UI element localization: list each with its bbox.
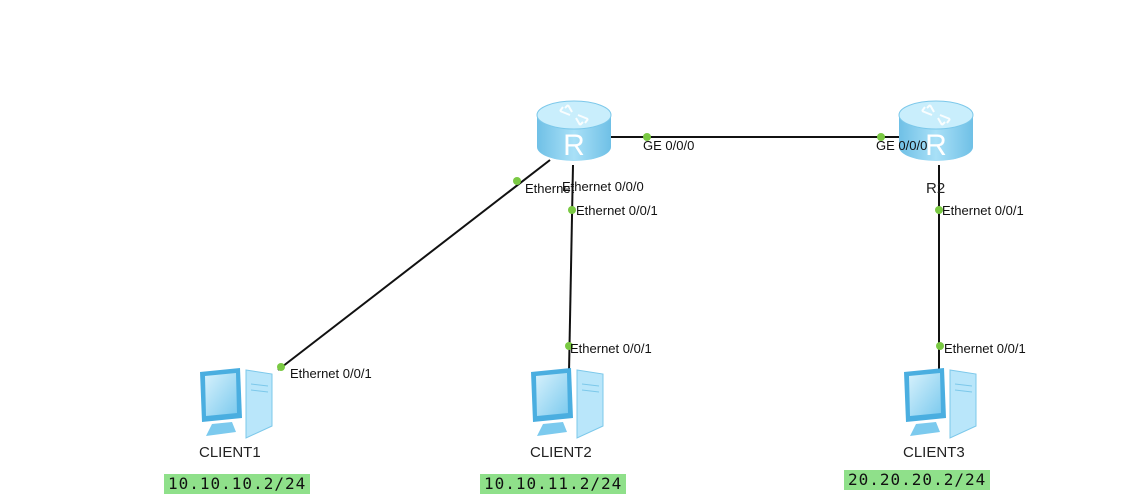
client2-ip-label[interactable]: 10.10.11.2/24 xyxy=(480,474,627,494)
router-r2[interactable]: R xyxy=(898,100,974,162)
port-label-r1-ge: GE 0/0/0 xyxy=(643,138,695,153)
port-label-client3: Ethernet 0/0/1 xyxy=(944,341,1026,356)
client3-pc[interactable] xyxy=(904,368,977,439)
pc-icon xyxy=(904,368,977,439)
client1-pc[interactable] xyxy=(200,368,273,439)
client2-pc[interactable] xyxy=(531,368,604,439)
port-dot-client3[interactable] xyxy=(936,342,944,350)
client3-label: CLIENT3 xyxy=(903,444,965,461)
router-r2-letter: R xyxy=(925,129,947,162)
port-label-r2-ge: GE 0/0/0 xyxy=(876,138,928,153)
port-label-r2-eth1: Ethernet 0/0/1 xyxy=(942,203,1024,218)
links xyxy=(277,136,940,373)
router-r2-label: R2 xyxy=(926,180,946,197)
router-r1-letter: R xyxy=(563,129,585,162)
port-label-client1: Ethernet 0/0/1 xyxy=(290,366,372,381)
port-dots xyxy=(277,133,944,371)
router-icon: R xyxy=(898,100,974,162)
port-dot-r1-ge[interactable] xyxy=(643,133,651,141)
port-dot-client1[interactable] xyxy=(277,363,285,371)
port-label-client2: Ethernet 0/0/1 xyxy=(570,341,652,356)
pc-icon xyxy=(531,368,604,439)
port-dot-r2-eth1[interactable] xyxy=(935,206,943,214)
pc-icon xyxy=(200,368,273,439)
port-dot-r2-ge[interactable] xyxy=(877,133,885,141)
port-label-r1-eth0: Ethernet 0/0/0 xyxy=(562,179,644,194)
port-dot-r1-eth1[interactable] xyxy=(568,206,576,214)
port-dot-r1-eth0[interactable] xyxy=(513,177,521,185)
client2-label: CLIENT2 xyxy=(530,444,592,461)
router-r1[interactable]: R xyxy=(536,100,612,162)
port-dot-client2[interactable] xyxy=(565,342,573,350)
client3-ip-label[interactable]: 20.20.20.2/24 xyxy=(844,470,991,490)
link-r1-client1[interactable] xyxy=(277,159,551,371)
client1-label: CLIENT1 xyxy=(199,444,261,461)
link-r1-client2[interactable] xyxy=(568,164,574,373)
port-label-r1-eth1: Ethernet 0/0/1 xyxy=(576,203,658,218)
port-label-r1-eth0-overlap: Ethernet xyxy=(525,181,575,196)
client1-ip-label[interactable]: 10.10.10.2/24 xyxy=(164,474,311,494)
router-icon: R xyxy=(536,100,612,162)
